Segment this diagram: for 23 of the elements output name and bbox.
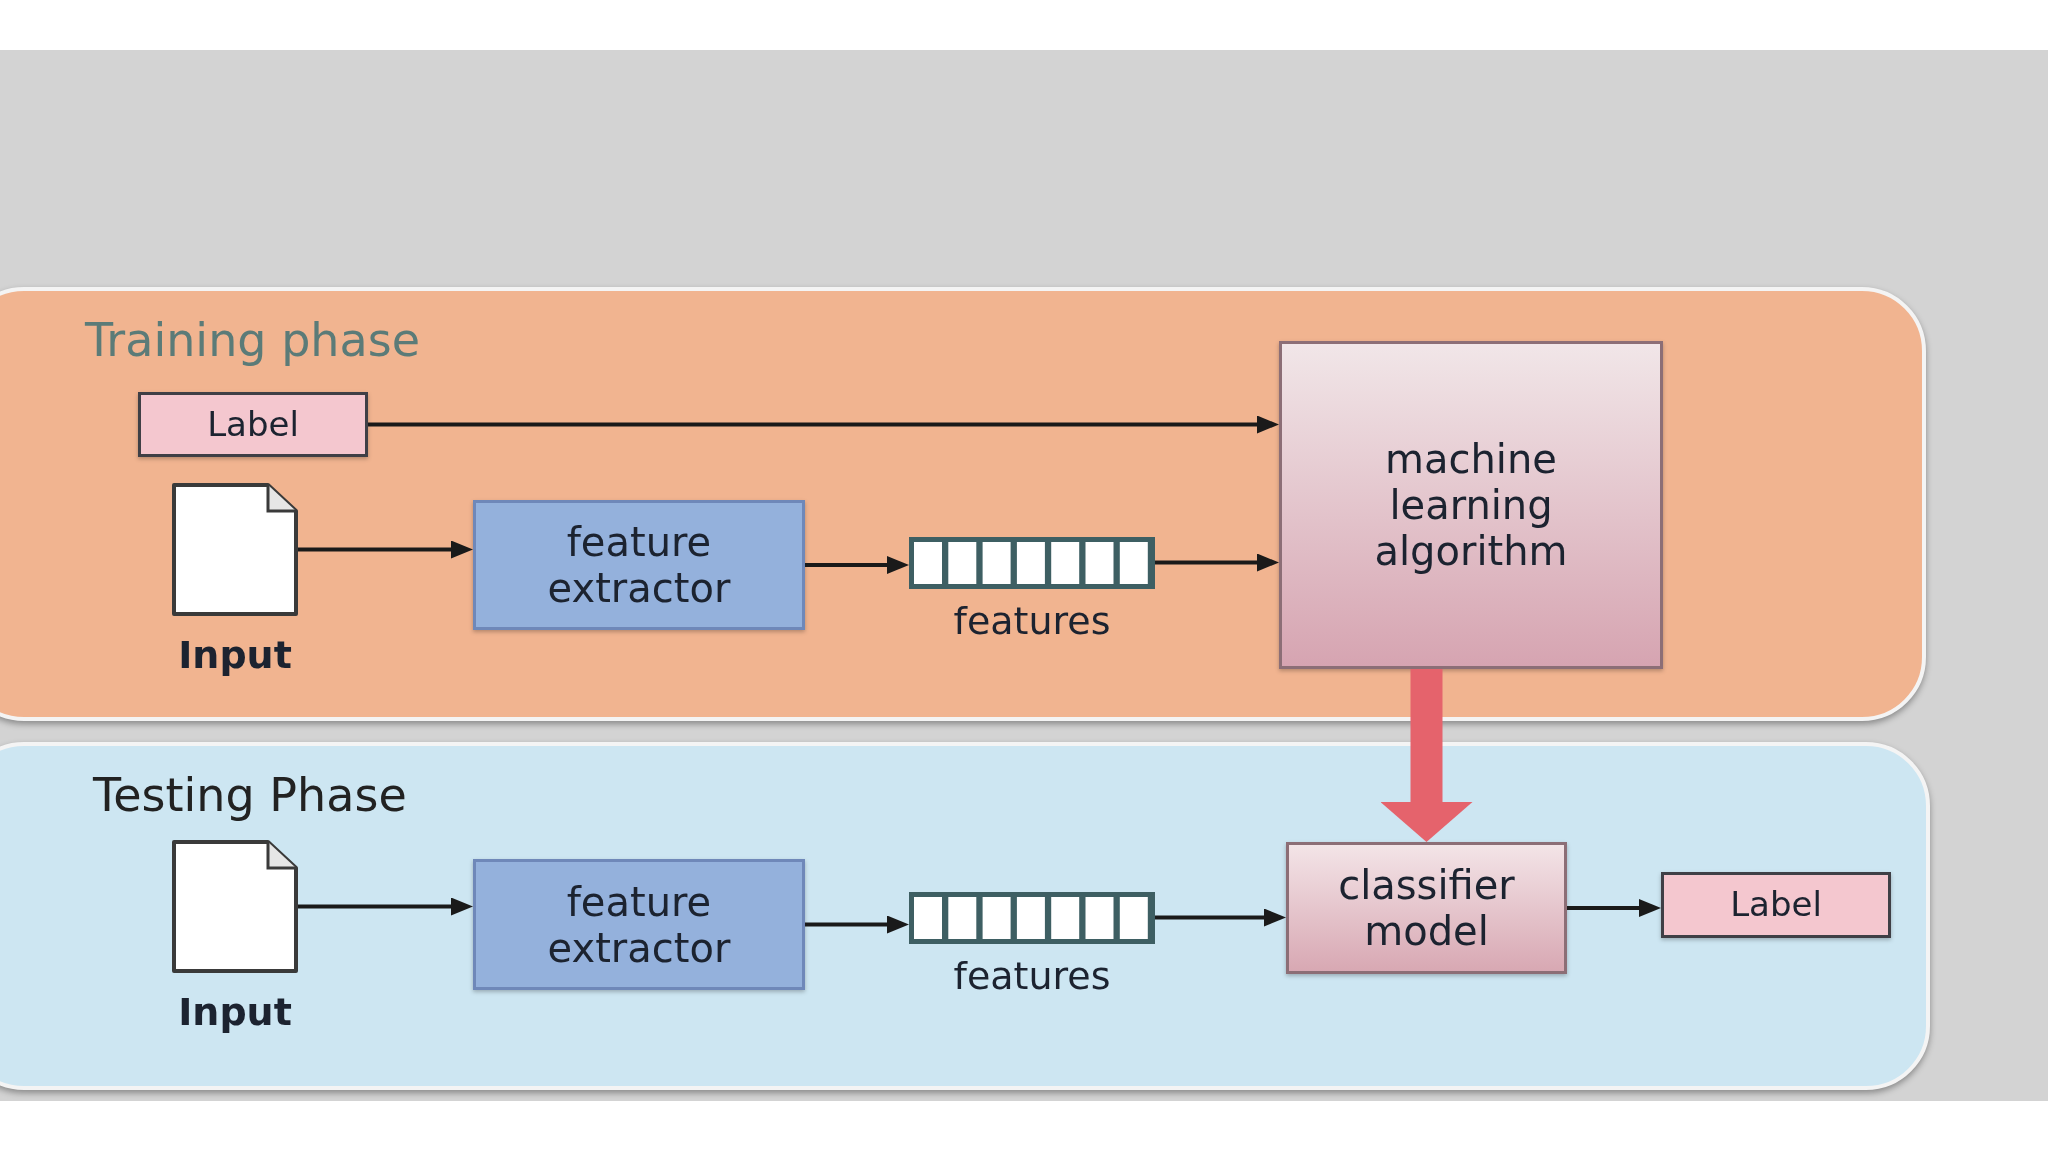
phase-panel: [0, 287, 1926, 721]
arrow: [1155, 553, 1279, 572]
input-caption: Input: [177, 990, 293, 1034]
panel-title: Testing Phase: [93, 768, 407, 822]
arrow: [805, 556, 909, 574]
phase-panel: [0, 742, 1930, 1090]
input-caption: Input: [177, 633, 293, 677]
process-box: feature extractor: [473, 859, 805, 990]
thick-arrow: [1380, 669, 1473, 842]
features-caption: features: [952, 954, 1112, 998]
process-box: classifier model: [1286, 842, 1567, 974]
arrow: [298, 540, 473, 559]
label-box: Label: [138, 392, 368, 457]
arrow: [298, 897, 473, 916]
panel-title: Training phase: [85, 313, 420, 367]
features-caption: features: [952, 599, 1112, 643]
arrow: [368, 415, 1279, 434]
process-box: feature extractor: [473, 500, 805, 630]
label-box: Label: [1661, 872, 1891, 938]
arrow: [805, 915, 909, 934]
arrow: [1155, 908, 1286, 927]
process-box: machine learning algorithm: [1279, 341, 1663, 669]
arrow: [1567, 899, 1661, 917]
